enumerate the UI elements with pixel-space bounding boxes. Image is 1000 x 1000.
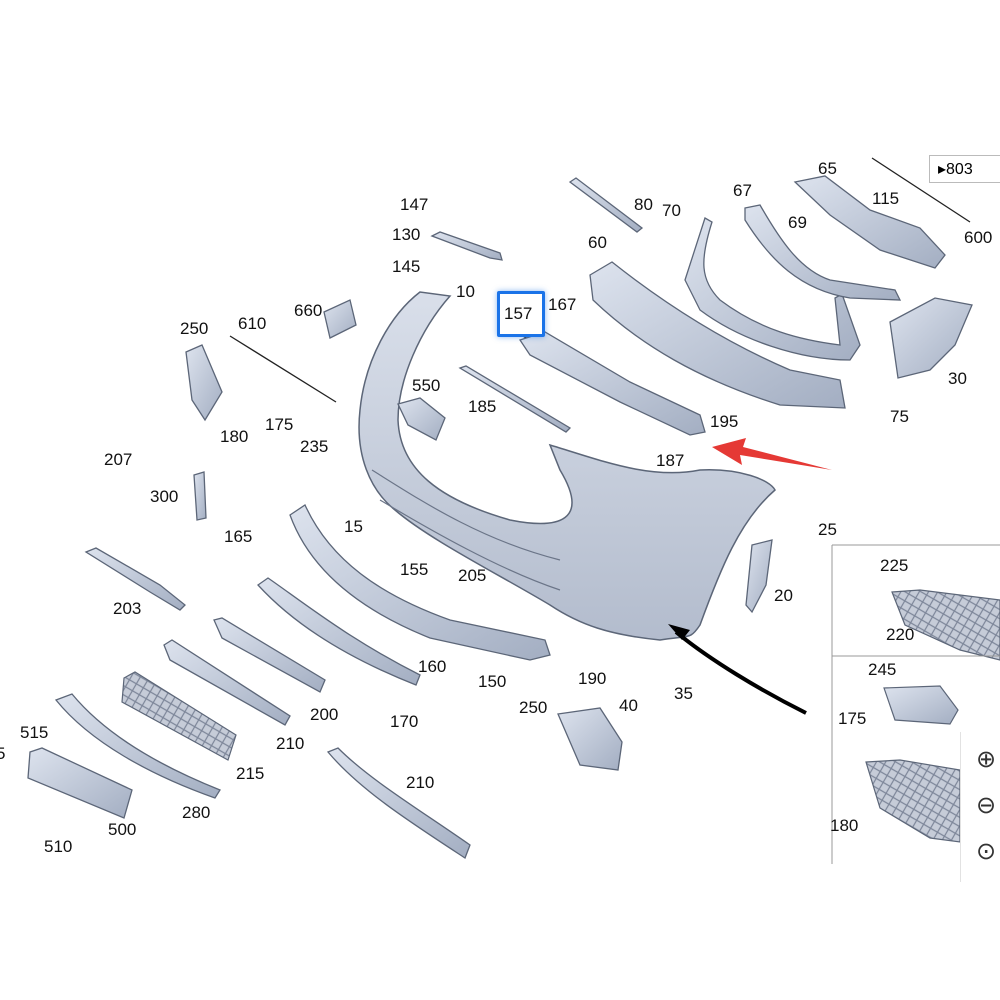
label-220: 220 (886, 625, 915, 644)
label-175-inset: 175 (838, 709, 867, 728)
label-215: 215 (236, 764, 265, 783)
label-280: 280 (182, 803, 211, 822)
part-20-trim (745, 539, 773, 614)
label-250: 250 (180, 319, 209, 338)
label-145: 145 (392, 257, 421, 276)
part-210-strip (326, 747, 471, 859)
label-180: 180 (220, 427, 249, 446)
highlighted-part-box (497, 291, 545, 337)
part-220-grille-mesh (891, 589, 1000, 661)
zoom-toolbar: ⊕ ⊖ ⊙ (960, 732, 1000, 882)
inset-panels (831, 544, 1000, 864)
zoom-out-icon[interactable]: ⊖ (975, 791, 997, 819)
part-150-lip (289, 504, 551, 661)
label-157: 157 (504, 304, 533, 323)
part-210-grille-mesh (121, 671, 237, 761)
label-235: 235 (300, 437, 329, 456)
label-20: 20 (774, 586, 793, 605)
label-515: 515 (20, 723, 49, 742)
label-180-inset: 180 (830, 816, 859, 835)
label-175: 175 (265, 415, 294, 434)
label-210-lower: 210 (406, 773, 435, 792)
part-67-bracket (744, 204, 902, 301)
zoom-in-icon[interactable]: ⊕ (975, 745, 997, 773)
part-65-carrier (793, 175, 946, 269)
label-207: 207 (104, 450, 133, 469)
part-215-grille (163, 639, 291, 726)
black-arrow (674, 630, 807, 715)
label-60: 60 (588, 233, 607, 252)
label-30: 30 (948, 369, 967, 388)
part-280-frame (54, 693, 221, 799)
red-arrow (712, 438, 832, 470)
label-170: 170 (390, 712, 419, 731)
part-203-strip (84, 547, 186, 611)
label-190: 190 (578, 669, 607, 688)
label-155: 155 (400, 560, 429, 579)
part-180-grille-mesh (865, 759, 961, 843)
part-160-lip (257, 577, 421, 686)
label-25: 25 (818, 520, 837, 539)
part-250-bracket (185, 344, 223, 422)
part-500-plate (27, 747, 133, 819)
part-60-grille-support (589, 261, 846, 409)
label-65: 65 (818, 159, 837, 178)
part-300-trim (193, 471, 207, 521)
label-10: 10 (456, 282, 475, 301)
label-200: 200 (310, 705, 339, 724)
part-660-sensor (323, 299, 357, 339)
label-5: 5 (0, 744, 6, 763)
label-160: 160 (418, 657, 447, 676)
front-bumper-part (358, 291, 776, 641)
part-70-bracket (684, 217, 861, 361)
label-115: 115 (872, 189, 900, 208)
reset-zoom-icon[interactable]: ⊙ (975, 837, 997, 865)
part-80-strip (568, 177, 644, 233)
label-610: 610 (238, 314, 267, 333)
label-500: 500 (108, 820, 137, 839)
label-187: 187 (656, 451, 685, 470)
part-250-cover (557, 707, 623, 771)
label-205: 205 (458, 566, 487, 585)
part-550-cover (397, 397, 446, 441)
label-40: 40 (619, 696, 638, 715)
label-185: 185 (468, 397, 497, 416)
label-210: 210 (276, 734, 305, 753)
part-30-bracket (889, 297, 973, 379)
label-75: 75 (890, 407, 909, 426)
label-80: 80 (634, 195, 653, 214)
label-245: 245 (868, 660, 897, 679)
label-600: 600 (964, 228, 993, 247)
label-165: 165 (224, 527, 253, 546)
label-167: 167 (548, 295, 577, 314)
part-195-strip (518, 331, 706, 436)
part-130-strip (430, 231, 503, 261)
label-130: 130 (392, 225, 421, 244)
label-203: 203 (113, 599, 142, 618)
label-300: 300 (150, 487, 179, 506)
label-225: 225 (880, 556, 909, 575)
label-15: 15 (344, 517, 363, 536)
label-35: 35 (674, 684, 693, 703)
label-510: 510 (44, 837, 73, 856)
label-67: 67 (733, 181, 752, 200)
label-250-lower: 250 (519, 698, 548, 717)
label-550: 550 (412, 376, 441, 395)
part-200-strip (213, 617, 326, 693)
label-69: 69 (788, 213, 807, 232)
label-147: 147 (400, 195, 429, 214)
label-660: 660 (294, 301, 323, 320)
label-70: 70 (662, 201, 681, 220)
label-150: 150 (478, 672, 507, 691)
label-195: 195 (710, 412, 739, 431)
reference-box[interactable]: ▸803 (929, 155, 1000, 183)
part-245-frame (883, 685, 959, 725)
part-185-trim (458, 365, 572, 433)
